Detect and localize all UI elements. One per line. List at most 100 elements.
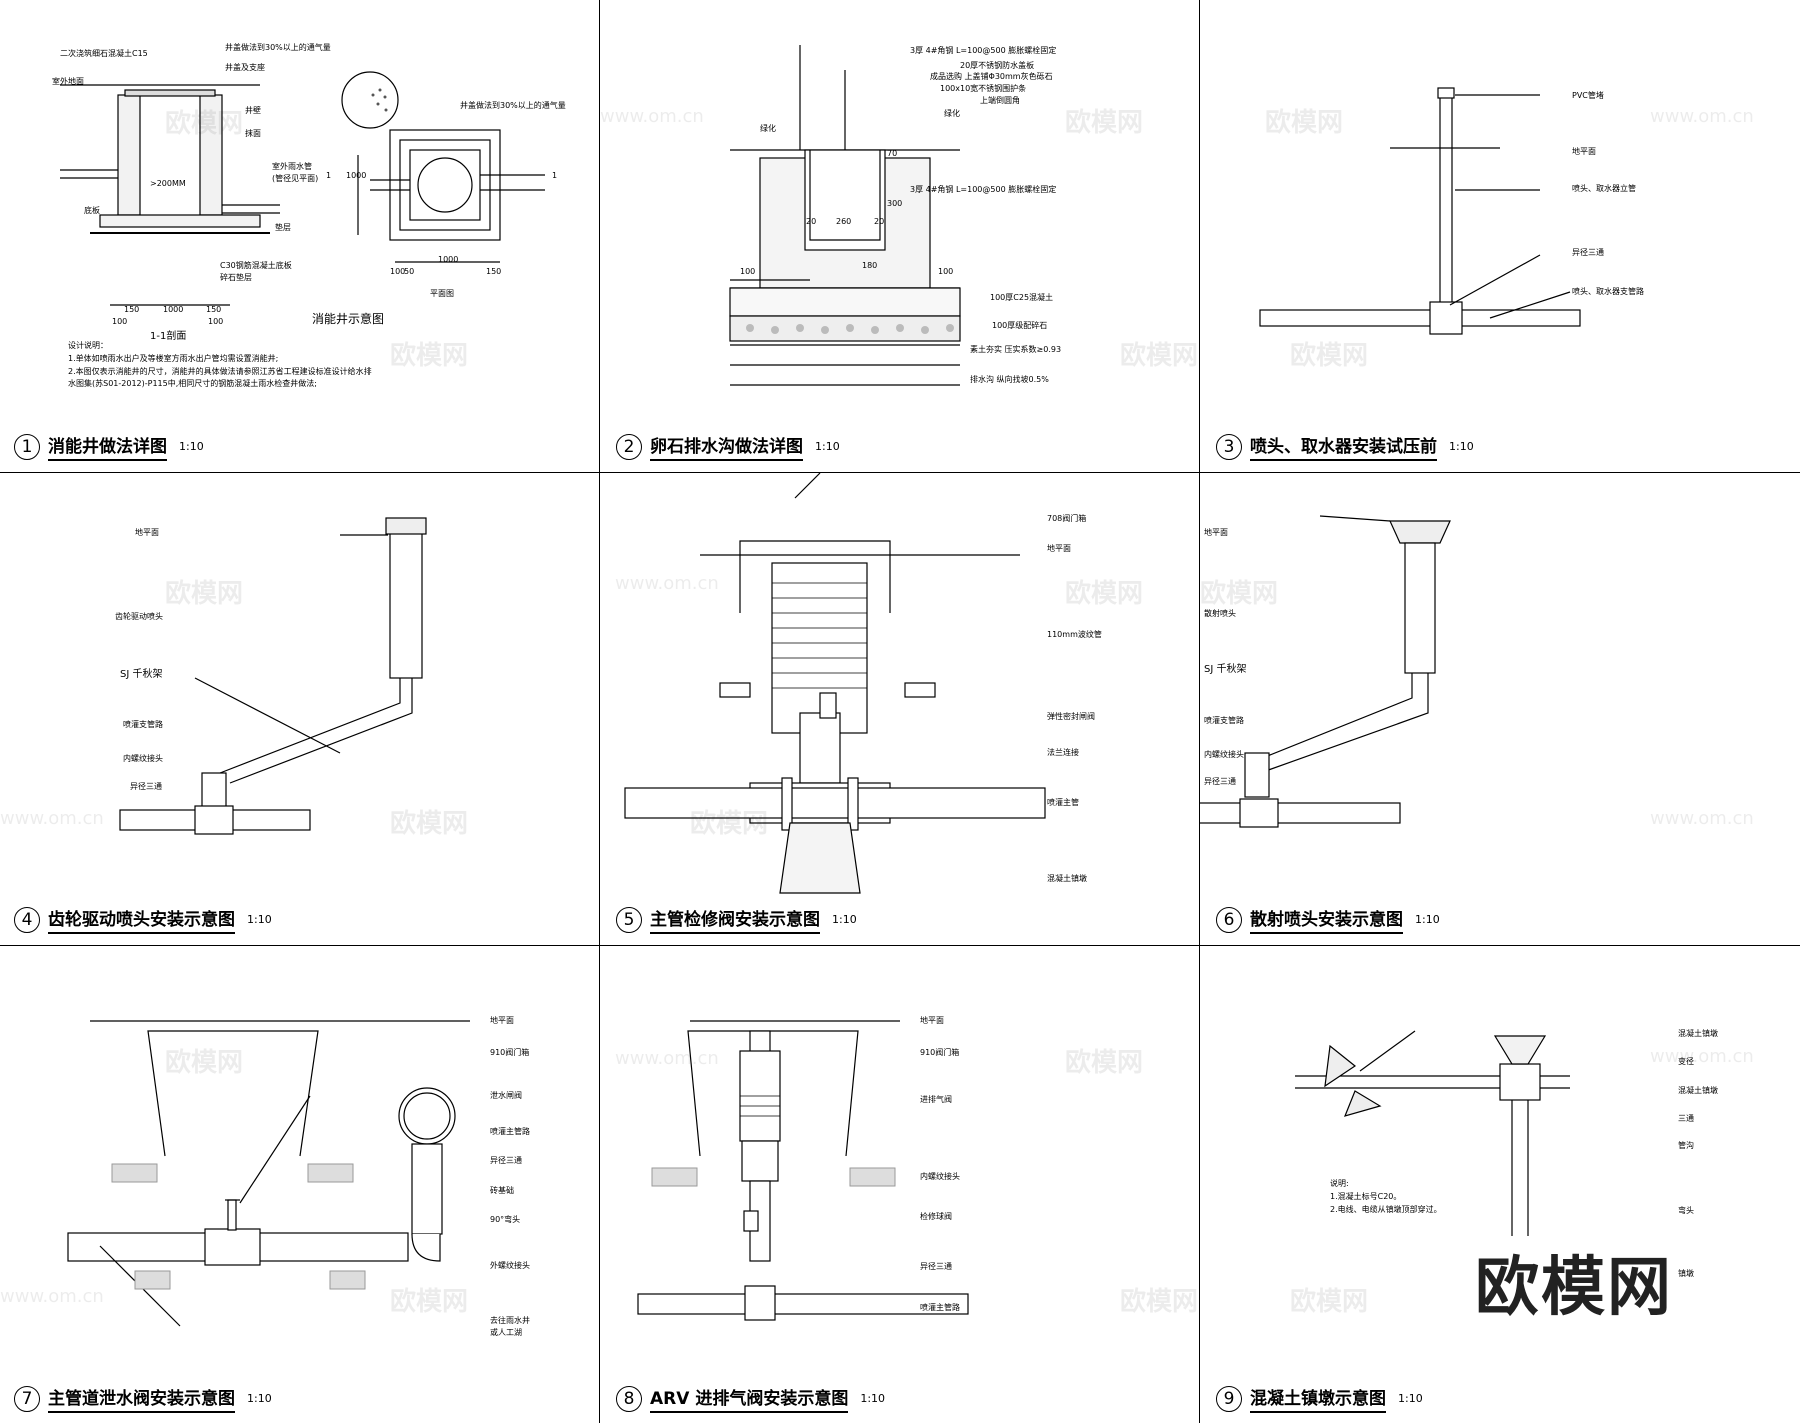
figure-title: ARV 进排气阀安装示意图 <box>650 1384 849 1413</box>
label: 1000 <box>438 255 459 264</box>
label: 井盖及支座 <box>225 63 265 72</box>
watermark: 欧模网 <box>390 1287 469 1317</box>
label: 底板 <box>84 206 100 215</box>
label: 910阀门箱 <box>490 1048 530 1057</box>
watermark: 欧模网 <box>165 109 244 139</box>
label: 3厚 4#角钢 L=100@500 膨胀螺栓固定 <box>910 46 1057 55</box>
figure-number: 8 <box>616 1385 642 1412</box>
note-line: 2.本图仅表示消能井的尺寸，消能井的具体做法请参照江苏省工程建设标准设计给水排 <box>68 366 372 376</box>
notes: 说明: 1.混凝土标号C20。 2.电线、电缆从镇墩顶部穿过。 <box>1330 1178 1442 1216</box>
figure-scale: 1:10 <box>1398 1392 1423 1405</box>
label: 井壁 <box>245 106 261 115</box>
note-line: 说明: <box>1330 1179 1349 1188</box>
watermark: 欧模网 <box>1065 108 1144 138</box>
figure-scale: 1:10 <box>1415 913 1440 926</box>
watermark-url: www.om.cn <box>600 106 704 127</box>
label: 进排气阀 <box>920 1095 952 1104</box>
label: 混凝土镇墩 <box>1678 1086 1718 1095</box>
label: 变径 <box>1678 1057 1694 1066</box>
label: 喷灌支管路 <box>1204 716 1244 725</box>
figure-number: 1 <box>14 433 40 460</box>
label: (管径见平面) <box>272 174 319 183</box>
figure-title: 主管检修阀安装示意图 <box>650 905 820 934</box>
figure-scale: 1:10 <box>815 440 840 453</box>
label: 碎石垫层 <box>220 273 252 282</box>
figure-scale: 1:10 <box>179 440 204 453</box>
label: 泄水闸阀 <box>490 1091 522 1100</box>
label: C30钢筋混凝土底板 <box>220 261 292 270</box>
watermark: 欧模网 <box>390 809 469 839</box>
watermark: 欧模网 <box>1290 1287 1369 1317</box>
label: 110mm波纹管 <box>1047 630 1102 639</box>
label: 3厚 4#角钢 L=100@500 膨胀螺栓固定 <box>910 185 1057 194</box>
label: 素土夯实 压实系数≥0.93 <box>970 345 1062 354</box>
label: 异径三通 <box>1572 248 1604 257</box>
panel-4: 地平面 齿轮驱动喷头 SJ 千秋架 喷灌支管路 内螺纹接头 异径三通 4 齿轮驱… <box>0 473 600 946</box>
watermark-url: www.om.cn <box>0 808 104 829</box>
figure-title: 卵石排水沟做法详图 <box>650 432 803 461</box>
drawing-7 <box>67 1020 470 1327</box>
watermark: 欧模网 <box>165 1048 244 1078</box>
caption-4: 4 齿轮驱动喷头安装示意图 1:10 <box>14 905 272 934</box>
label: 地平面 <box>490 1016 514 1025</box>
drawing-6 <box>1200 515 1451 828</box>
watermark: 欧模网 <box>1290 341 1369 371</box>
label: 100厚C25混凝土 <box>990 293 1054 302</box>
label: 1 <box>326 171 332 180</box>
label: 混凝土镇墩 <box>1678 1029 1718 1038</box>
label: 砖基础 <box>490 1186 514 1195</box>
figure-number: 5 <box>616 906 642 933</box>
watermark-url: www.om.cn <box>0 1286 104 1307</box>
label: 1-1剖面 <box>150 331 187 342</box>
caption-3: 3 喷头、取水器安装试压前 1:10 <box>1216 432 1474 461</box>
figure-number: 6 <box>1216 906 1242 933</box>
caption-2: 2 卵石排水沟做法详图 1:10 <box>616 432 840 461</box>
label: 异径三通 <box>490 1156 522 1165</box>
note-line: 2.电线、电缆从镇墩顶部穿过。 <box>1330 1204 1442 1214</box>
label: 地平面 <box>1572 147 1596 156</box>
label: 100厚级配碎石 <box>992 321 1048 330</box>
drawing-1 <box>60 71 545 306</box>
figure-title: 散射喷头安装示意图 <box>1250 905 1403 934</box>
label: 上端倒圆角 <box>980 96 1020 105</box>
label: 喷灌主管 <box>1047 798 1079 807</box>
label: 150 <box>486 267 502 276</box>
label: 20厚不锈钢防水盖板 <box>960 61 1035 70</box>
figure-title: 齿轮驱动喷头安装示意图 <box>48 905 235 934</box>
label: 排水沟 纵向找坡0.5% <box>970 375 1049 384</box>
label: 地平面 <box>1047 544 1071 553</box>
figure-number: 7 <box>14 1385 40 1412</box>
drawing-3 <box>1259 87 1581 335</box>
watermark: 欧模网 <box>390 341 469 371</box>
watermark: 欧模网 <box>1200 579 1279 609</box>
panel-3: PVC管堵 地平面 喷头、取水器立管 异径三通 喷头、取水器支管路 3 喷头、取… <box>1200 0 1800 473</box>
label: 抹面 <box>245 129 261 138</box>
panel-1: 二次浇筑细石混凝土C15 井盖做法到30%以上的通气量 井盖及支座 室外地面 井… <box>0 0 600 473</box>
label: 平面图 <box>430 289 454 298</box>
label: 地平面 <box>1204 528 1228 537</box>
label: 井盖做法到30%以上的通气量 <box>460 101 566 110</box>
label: 喷灌主管路 <box>920 1303 960 1312</box>
label: 50 <box>404 267 415 276</box>
note-line: 水图集(苏S01-2012)-P115中,相同尺寸的钢筋混凝土雨水检查井做法; <box>68 379 317 389</box>
watermark-url: www.om.cn <box>1650 1046 1754 1067</box>
watermark: 欧模网 <box>1265 108 1344 138</box>
label: 喷头、取水器立管 <box>1572 184 1636 193</box>
watermark-url: www.om.cn <box>615 1048 719 1069</box>
drawing-4 <box>119 517 427 835</box>
label: 镇墩 <box>1678 1269 1694 1278</box>
figure-number: 4 <box>14 906 40 933</box>
label: 1 <box>552 171 558 180</box>
drawing-8 <box>637 1020 969 1321</box>
figure-scale: 1:10 <box>247 913 272 926</box>
watermark: 欧模网 <box>165 579 244 609</box>
label: 成品选购 上盖铺Φ30mm灰色砾石 <box>930 72 1053 81</box>
drawing-9 <box>1295 1030 1570 1236</box>
label: 绿化 <box>944 109 960 118</box>
label: 1000 <box>163 305 184 314</box>
label: 绿化 <box>760 124 776 133</box>
label: 内螺纹接头 <box>123 754 163 763</box>
panel-8: 地平面 910阀门箱 进排气阀 内螺纹接头 检修球阀 异径三通 喷灌主管路 8 … <box>600 946 1200 1423</box>
panel-7: 地平面 910阀门箱 泄水闸阀 喷灌主管路 异径三通 砖基础 90°弯头 外螺纹… <box>0 946 600 1423</box>
figure-title: 主管道泄水阀安装示意图 <box>48 1384 235 1413</box>
